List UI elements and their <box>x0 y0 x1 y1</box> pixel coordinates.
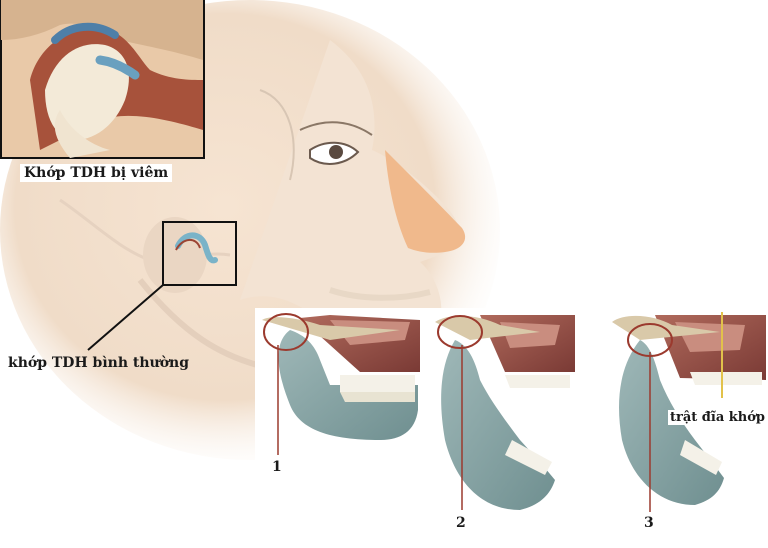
jaw-panel-3 <box>612 312 766 512</box>
jaw-panel-1 <box>262 313 420 455</box>
disc-displacement-label: trật đĩa khớp <box>668 410 768 425</box>
panel-number-3: 3 <box>644 515 654 531</box>
normal-joint-label: khớp TDH bình thường <box>8 355 190 371</box>
jaw-panel-2 <box>435 315 575 510</box>
panel-number-1: 1 <box>272 459 282 475</box>
inflamed-joint-inset <box>0 0 205 159</box>
inflamed-joint-label: Khớp TDH bị viêm <box>20 164 173 182</box>
joint-highlight-box <box>162 221 237 286</box>
panel-number-2: 2 <box>456 515 466 531</box>
callout-line <box>87 284 164 351</box>
